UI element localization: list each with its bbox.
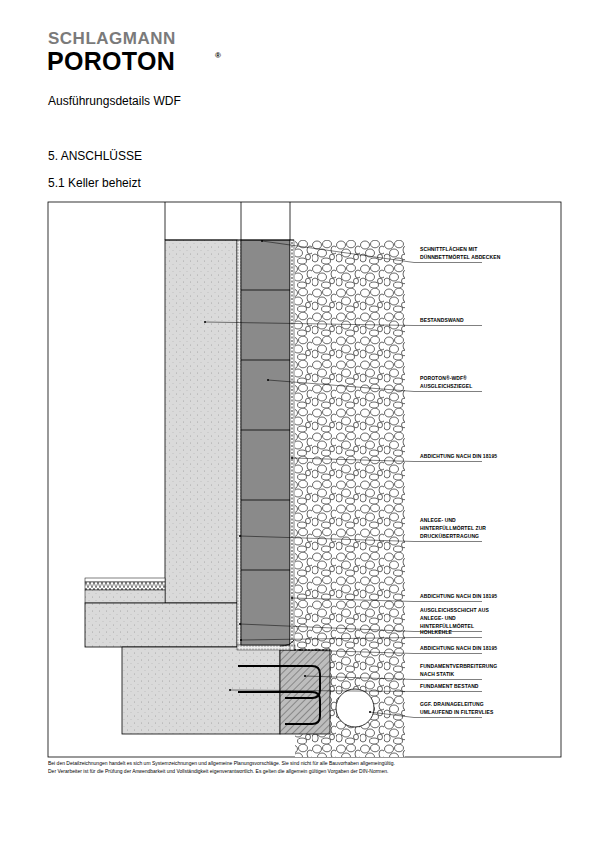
callout-label: ABDICHTUNG NACH DIN 18195 xyxy=(420,644,510,652)
leader-dot xyxy=(299,649,301,651)
leader-line xyxy=(230,690,482,692)
leader-dot xyxy=(291,597,293,599)
leader-dot xyxy=(229,689,231,691)
logo-text: POROTON xyxy=(47,47,175,76)
wdf-bricks xyxy=(241,240,290,645)
logo-text: ® xyxy=(215,51,221,60)
leader-dot xyxy=(291,457,293,459)
callout-label: FUNDAMENTVERBREITERUNG NACH STATIK xyxy=(420,662,510,678)
document-title: Ausführungsdetails WDF xyxy=(48,94,181,108)
leader-dot xyxy=(261,240,263,242)
floor-slab xyxy=(85,603,237,647)
section-heading: 5.1 Keller beheizt xyxy=(48,176,141,190)
callout-label: SCHNITTFLÄCHEN MIT DÜNNBETTMÖRTEL ABDECK… xyxy=(420,245,510,261)
leader-line xyxy=(305,676,482,680)
drain-pipe xyxy=(336,689,374,727)
callout-label: GGF. DRAINAGELEITUNG UMLAUFEND IN FILTER… xyxy=(420,700,510,716)
callout-label: ABDICHTUNG NACH DIN 18195 xyxy=(420,452,510,460)
callout-label: POROTON®-WDF® AUSGLEICHSZIEGEL xyxy=(420,374,510,390)
footer-note: Bei den Detailzeichnungen handelt es sic… xyxy=(48,760,558,766)
frame xyxy=(48,202,561,757)
rebar xyxy=(238,666,320,724)
existing-foundation xyxy=(122,647,280,734)
waterproofing xyxy=(280,240,330,650)
floor-finish xyxy=(85,578,165,582)
leader-dot xyxy=(304,675,306,677)
callout-label: HOHLKEHLE xyxy=(420,628,510,636)
leader-dot xyxy=(204,321,206,323)
logo-text: SCHLAGMANN xyxy=(48,29,176,49)
leader-line xyxy=(241,638,482,641)
leader-dot xyxy=(239,623,241,625)
footer-note: Der Verarbeiter ist für die Prüfung der … xyxy=(48,768,558,774)
mortar-layer xyxy=(237,240,241,645)
floor-insulation xyxy=(85,582,165,590)
existing-wall xyxy=(165,240,237,603)
callout-label: AUSGLEICHSSCHICHT AUS ANLEGE- UND HINTER… xyxy=(420,606,510,630)
cut-lines xyxy=(165,202,294,240)
leader-dot xyxy=(267,379,269,381)
section-heading: 5. ANSCHLÜSSE xyxy=(48,149,142,163)
callout-label: ANLEGE- UND HINTERFÜLLMÖRTEL ZUR DRUCKÜB… xyxy=(420,516,510,540)
leader-dot xyxy=(369,711,371,713)
callout-label: BESTANDSWAND xyxy=(420,316,510,324)
levelling-layer xyxy=(237,645,295,650)
callout-label: ABDICHTUNG NACH DIN 18195 xyxy=(420,592,510,600)
floor-screed xyxy=(85,590,165,603)
leader-dot xyxy=(239,535,241,537)
callout-label: FUNDAMENT BESTAND xyxy=(420,682,510,690)
leader-dot xyxy=(240,639,242,641)
